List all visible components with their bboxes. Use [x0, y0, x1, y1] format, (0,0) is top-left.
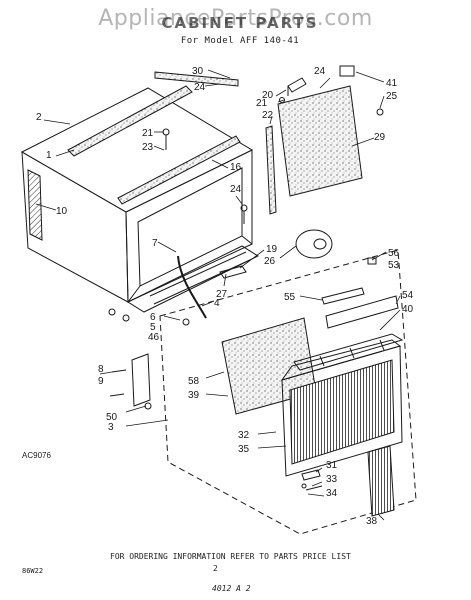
- callout-31: 31: [326, 460, 338, 471]
- callout-24c: 24: [230, 184, 242, 195]
- callout-40: 40: [402, 304, 414, 315]
- callout-16: 16: [230, 162, 242, 173]
- ordering-note: FOR ORDERING INFORMATION REFER TO PARTS …: [110, 552, 351, 561]
- page-number: 2: [213, 564, 218, 573]
- grille-35: [280, 339, 403, 477]
- callout-3: 3: [108, 422, 114, 433]
- side-louver: [27, 169, 43, 241]
- diagram-code: AC9076: [22, 451, 51, 460]
- callout-53: 53: [388, 260, 400, 271]
- callout-25: 25: [386, 91, 398, 102]
- callout-24a: 24: [194, 82, 206, 93]
- plate-8: [131, 353, 151, 407]
- callout-38: 38: [366, 516, 378, 527]
- callout-5: 5: [150, 322, 156, 333]
- callout-58: 58: [188, 376, 200, 387]
- rail-30: [154, 71, 239, 87]
- callout-21a: 21: [142, 128, 154, 139]
- callout-33: 33: [326, 474, 338, 485]
- callout-39: 39: [188, 390, 200, 401]
- callout-41: 41: [386, 78, 398, 89]
- bottom-code: 4012 A 2: [212, 584, 251, 593]
- left-code: 86W22: [22, 567, 44, 575]
- screws: [108, 97, 384, 326]
- callout-8: 8: [98, 364, 104, 375]
- base-rail: [126, 245, 260, 313]
- page-title: CABINET PARTS: [161, 14, 319, 32]
- callout-21b: 21: [256, 98, 268, 109]
- callout-27: 27: [216, 289, 228, 300]
- callout-56: 56: [388, 248, 400, 259]
- rail-16: [117, 135, 241, 205]
- bracket-54: [325, 295, 399, 329]
- motor-26: [295, 229, 333, 259]
- callout-9: 9: [98, 376, 104, 387]
- callout-7: 7: [152, 238, 158, 249]
- model-label: For Model AFF 140-41: [180, 36, 300, 46]
- rail-22: [265, 125, 277, 215]
- callout-30: 30: [192, 66, 204, 77]
- callout-26: 26: [264, 256, 276, 267]
- callout-2: 2: [36, 112, 42, 123]
- vent-door-38: [367, 445, 395, 517]
- callout-22: 22: [262, 110, 274, 121]
- callout-34: 34: [326, 488, 338, 499]
- callout-50: 50: [106, 412, 118, 423]
- callout-19: 19: [266, 244, 278, 255]
- callout-54: 54: [402, 290, 414, 301]
- leader-lines: [35, 69, 401, 521]
- callout-29: 29: [374, 132, 386, 143]
- frame-40: [293, 333, 404, 371]
- callout-23: 23: [142, 142, 154, 153]
- knob-56: [367, 257, 377, 265]
- callout-20: 20: [262, 90, 274, 101]
- callout-4: 4: [214, 298, 220, 309]
- clip-19: [219, 265, 247, 279]
- top-rail-1: [67, 85, 193, 157]
- filter-panel-29: [277, 85, 363, 197]
- callout-labels: 2130242123222024214125291610247192627465…: [36, 66, 414, 527]
- callout-1: 1: [46, 150, 52, 161]
- pins: [109, 369, 152, 410]
- callout-24b: 24: [314, 66, 326, 77]
- bracket-20: [287, 77, 307, 96]
- hinge-parts: [301, 469, 323, 491]
- callout-35: 35: [238, 444, 250, 455]
- slider-55: [321, 287, 365, 305]
- callout-10: 10: [56, 206, 68, 217]
- callout-32: 32: [238, 430, 250, 441]
- callout-46: 46: [148, 332, 160, 343]
- callout-6: 6: [150, 312, 156, 323]
- front-assembly-boundary: [159, 249, 417, 535]
- cord-4: [177, 255, 207, 319]
- callout-55: 55: [284, 292, 296, 303]
- cap-41: [339, 65, 355, 77]
- watermark: AppliancePartsPros.com: [98, 6, 373, 31]
